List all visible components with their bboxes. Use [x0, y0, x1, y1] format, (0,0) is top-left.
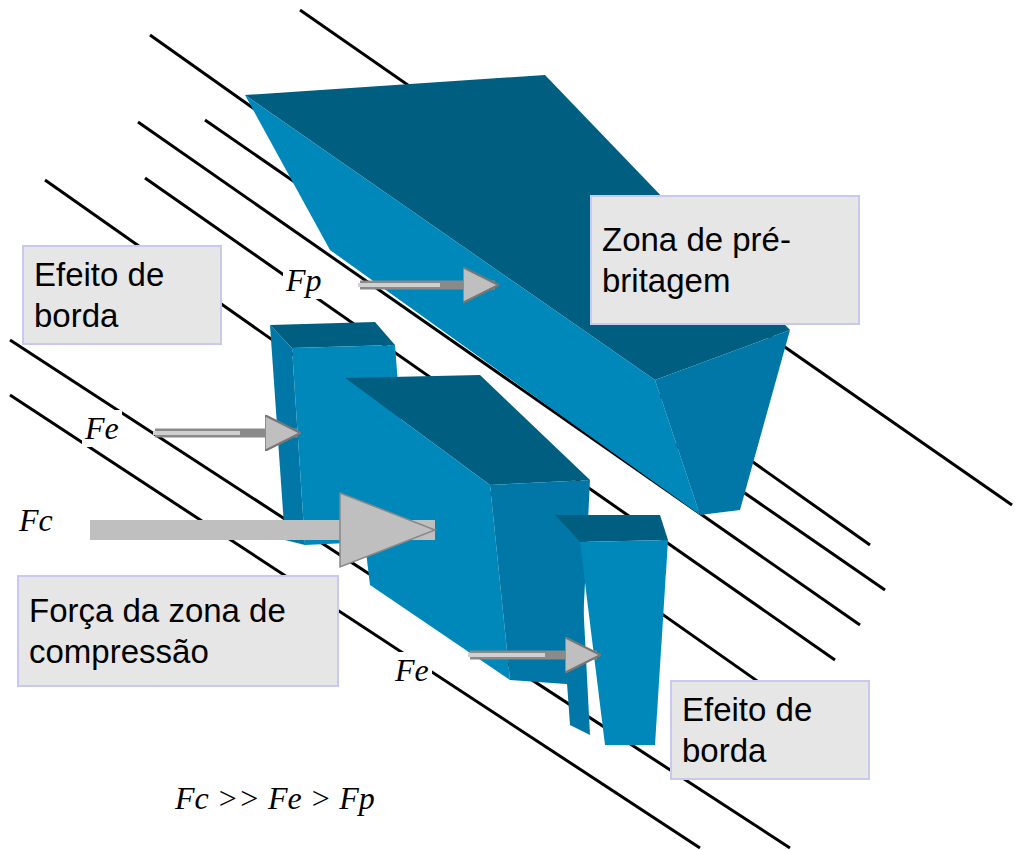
- box-label: Efeito de borda: [682, 689, 858, 772]
- box-label: Zona de pré-britagem: [602, 219, 848, 302]
- pre-crushing-box: Zona de pré-britagem: [590, 195, 860, 325]
- force-symbol: Fp: [283, 262, 325, 299]
- box-label: Efeito de borda: [34, 254, 210, 337]
- force-symbol: Fc: [16, 502, 56, 539]
- force-symbol: Fe: [392, 652, 432, 689]
- cut-lines: [10, 10, 1012, 848]
- box-label: Força da zona de compressão: [29, 590, 327, 673]
- force-symbol: Fe: [82, 410, 122, 447]
- edge-effect-box: Efeito de borda: [670, 680, 870, 780]
- edge-effect-box: Efeito de borda: [22, 245, 222, 345]
- compression-box: Força da zona de compressão: [17, 575, 339, 687]
- force-relation: Fc >> Fe > Fp: [172, 780, 378, 817]
- edge-block-right: [555, 515, 668, 745]
